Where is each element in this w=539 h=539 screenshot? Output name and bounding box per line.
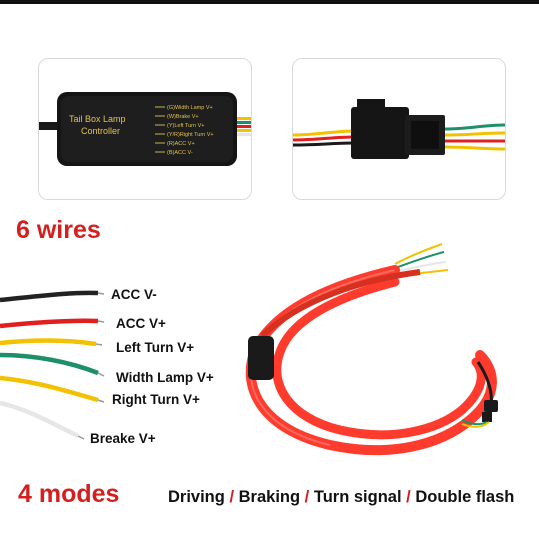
controller-pin-5: (B)ACC V- (167, 150, 193, 156)
mode-separator: / (406, 488, 411, 506)
wire-label-left-turn: Left Turn V+ (116, 340, 195, 355)
mode-separator: / (229, 488, 235, 506)
mode-driving: Driving (168, 488, 225, 506)
controller-pin-2: (Y)Left Turn V+ (167, 123, 204, 129)
controller-photo-panel: Tail Box Lamp Controller (G)Width Lamp V… (38, 58, 252, 200)
controller-pin-4: (R)ACC V+ (167, 141, 195, 147)
wires-heading: 6 wires (16, 216, 101, 244)
mode-turn-signal: Turn signal (313, 488, 402, 506)
controller-title-line1: Tail Box Lamp (69, 114, 126, 124)
connector-photo-panel (292, 58, 506, 200)
wire-label-width-lamp: Width Lamp V+ (116, 370, 214, 385)
modes-list: Driving / Braking / Turn signal / Double… (168, 488, 514, 507)
mode-separator: / (304, 488, 310, 506)
controller-title-line2: Controller (81, 126, 120, 136)
wire-label-acc-positive: ACC V+ (116, 316, 166, 331)
top-border (0, 0, 539, 4)
controller-pin-1: (W)Brake V+ (167, 114, 199, 120)
wire-label-acc-negative: ACC V- (111, 287, 157, 302)
wire-label-brake: Breake V+ (90, 431, 156, 446)
mode-braking: Braking (238, 488, 301, 506)
wire-label-right-turn: Right Turn V+ (112, 392, 200, 407)
mode-double-flash: Double flash (415, 488, 515, 506)
modes-heading: 4 modes (18, 480, 120, 508)
controller-pin-3: (Y/R)Right Turn V+ (167, 132, 214, 138)
controller-illustration: Tail Box Lamp Controller (G)Width Lamp V… (39, 92, 251, 166)
controller-pin-0: (G)Width Lamp V+ (167, 105, 213, 111)
connector-illustration (293, 99, 505, 159)
